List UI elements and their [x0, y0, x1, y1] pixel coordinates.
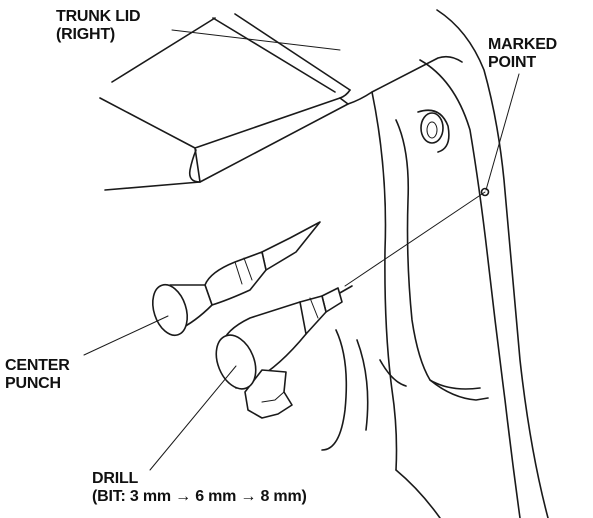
- label-marked-point-line1: MARKED: [488, 36, 558, 53]
- label-drill-line2: (BIT: 3 mm → 6 mm → 8 mm): [92, 488, 307, 505]
- label-trunk-lid: TRUNK LID (RIGHT): [56, 8, 141, 44]
- label-center-punch-line2: PUNCH: [5, 375, 61, 392]
- label-center-punch-line1: CENTER: [5, 357, 70, 374]
- label-marked-point: MARKED POINT: [488, 36, 557, 72]
- label-marked-point-line2: POINT: [488, 54, 536, 71]
- label-center-punch: CENTER PUNCH: [5, 357, 70, 393]
- leader-marked-point: [485, 73, 520, 191]
- leader-lines: [83, 29, 520, 471]
- label-trunk-lid-line2: (RIGHT): [56, 26, 116, 43]
- leader-drill-axis: [344, 191, 486, 287]
- label-trunk-lid-line1: TRUNK LID: [56, 8, 141, 25]
- label-drill-line1: DRILL: [92, 470, 139, 487]
- leader-drill: [149, 365, 237, 471]
- label-drill: DRILL (BIT: 3 mm → 6 mm → 8 mm): [92, 470, 307, 506]
- leader-center-punch: [83, 315, 169, 356]
- drill-tool: [215, 285, 353, 419]
- center-punch-tool: [151, 221, 321, 337]
- trunk-lid-panel: [99, 13, 463, 191]
- leader-trunk-lid: [171, 29, 341, 51]
- trunk-body-panel: [321, 9, 549, 518]
